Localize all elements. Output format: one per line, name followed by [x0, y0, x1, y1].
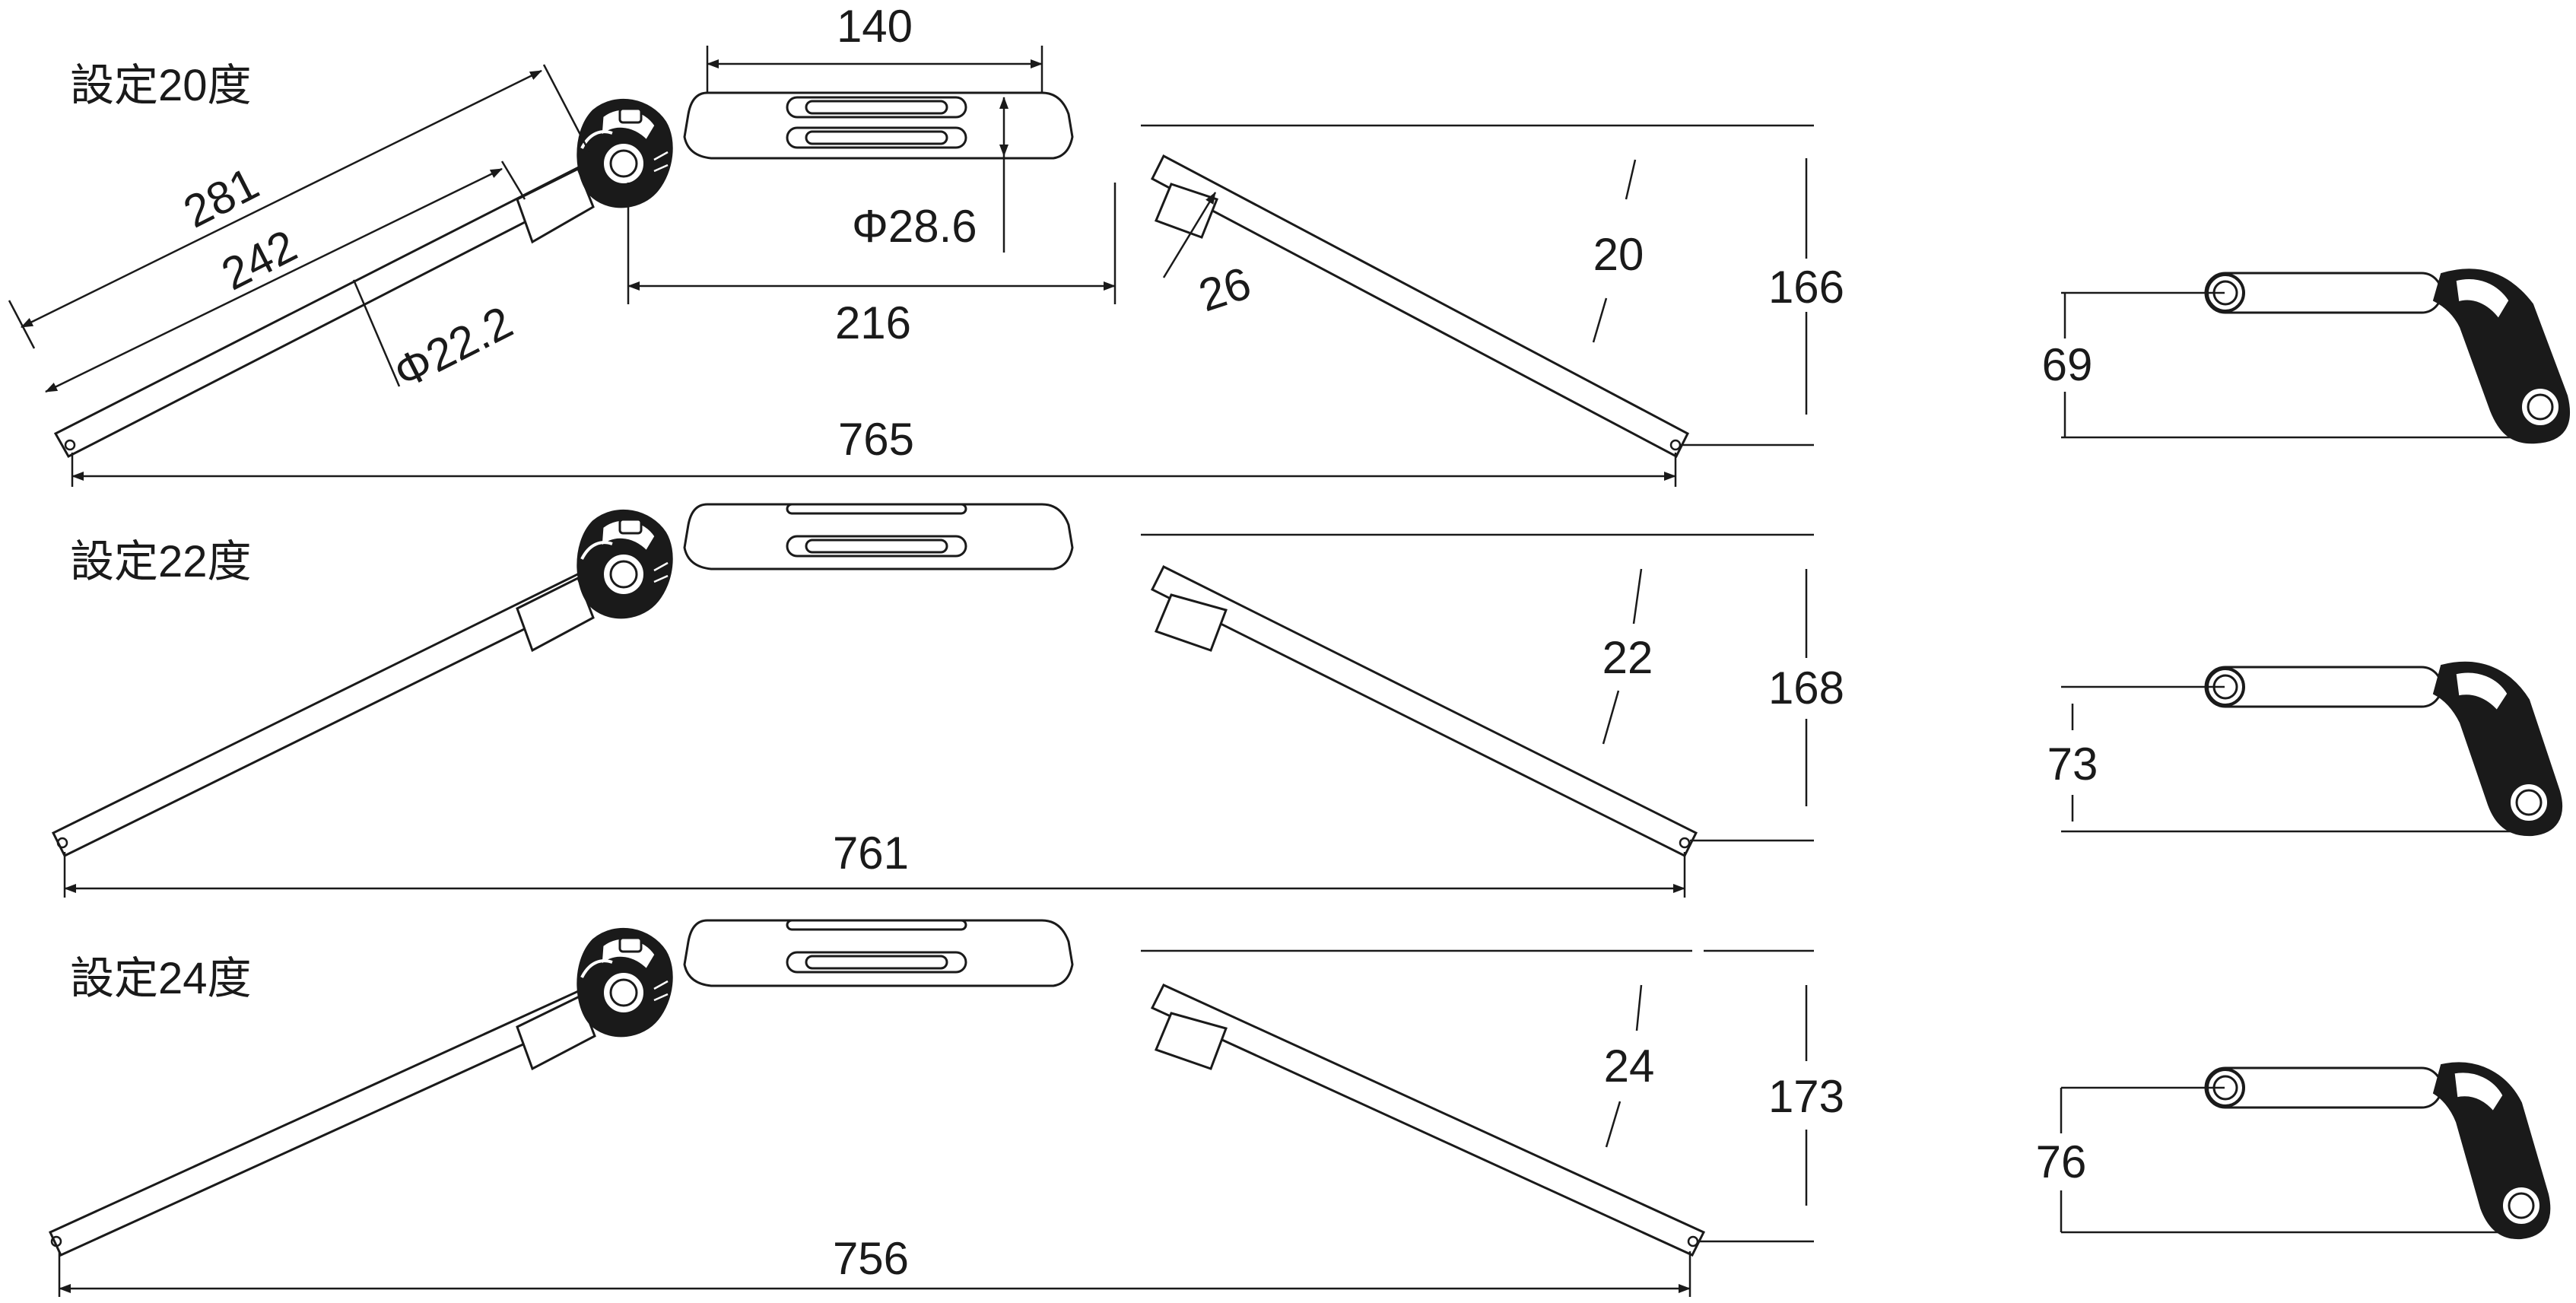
grip-diameter-dim: Φ22.2	[386, 297, 520, 399]
height-22-dim: 168	[1768, 663, 1844, 713]
sleeve-dim: 26	[1193, 257, 1256, 321]
center-diameter-dim: Φ28.6	[852, 201, 977, 252]
length-inner-dim: 242	[214, 220, 305, 300]
side-view-24	[2060, 1062, 2551, 1240]
width-24-dim: 756	[833, 1233, 909, 1284]
side-rise-20-dim: 69	[2042, 339, 2093, 390]
side-view-20	[2061, 269, 2571, 444]
setting-24-view	[49, 919, 1814, 1297]
length-outer-dim: 281	[176, 157, 267, 237]
height-20-dim: 166	[1768, 262, 1844, 313]
height-24-dim: 173	[1768, 1071, 1844, 1122]
setting-20-label: 設定20度	[70, 61, 252, 110]
setting-22-view	[51, 503, 1814, 898]
width-20-dim: 765	[838, 414, 914, 465]
angle-22-dim: 22	[1602, 632, 1653, 683]
setting-22-label: 設定22度	[70, 537, 252, 586]
angle-20-dim: 20	[1593, 229, 1644, 280]
side-rise-24-dim: 76	[2036, 1136, 2087, 1187]
knuckle-span-dim: 216	[835, 297, 911, 348]
setting-24-label: 設定24度	[70, 954, 252, 1003]
clamp-width-dim: 140	[837, 1, 913, 52]
width-22-dim: 761	[833, 828, 909, 879]
side-rise-22-dim: 73	[2047, 739, 2098, 790]
side-view-22	[2061, 661, 2563, 837]
angle-24-dim: 24	[1604, 1041, 1655, 1092]
setting-20-view	[8, 46, 1814, 487]
